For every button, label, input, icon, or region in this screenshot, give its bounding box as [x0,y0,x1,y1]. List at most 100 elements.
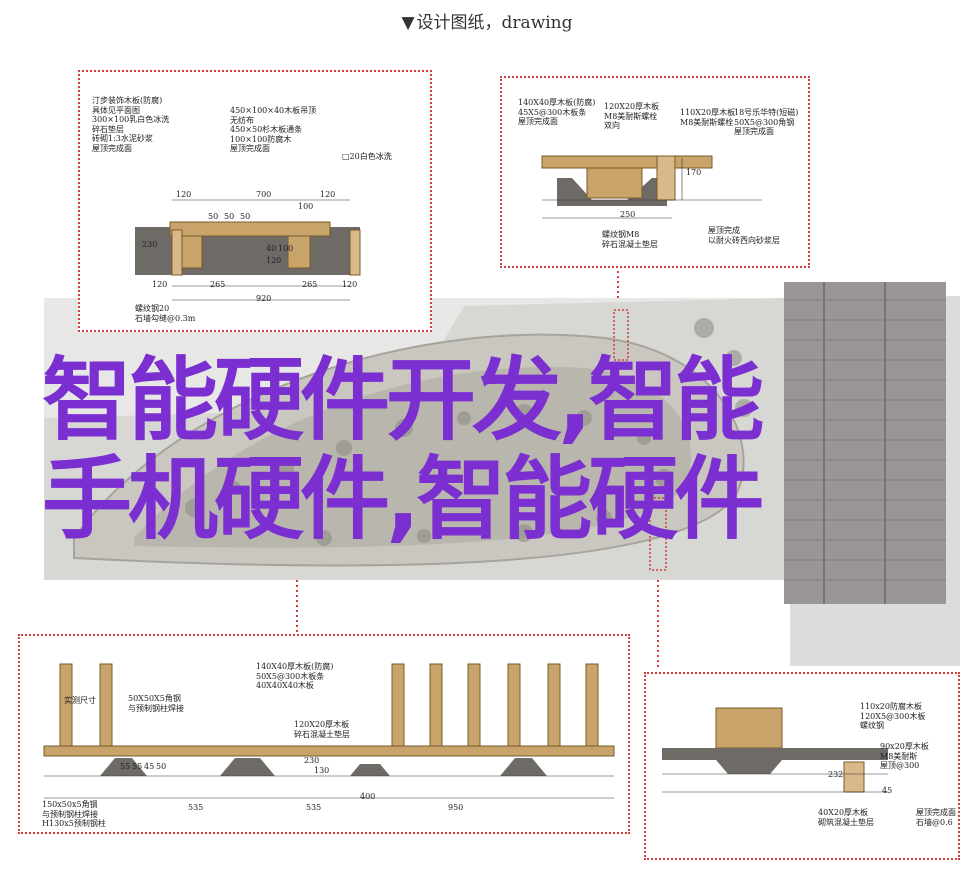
notes-bottom-b: 屋顶完成面 石墙@0.6 [916,808,956,827]
dim-label: 170 [686,168,702,177]
note: 砖砌1:3水泥砂浆 [92,134,153,144]
section-drawing [135,199,361,301]
headline-line-1: 智能硬件开发,智能 [42,348,764,453]
note: 螺纹钢M8 [602,230,640,239]
building-block [784,282,946,604]
note: 螺纹钢20 [135,304,170,313]
note-left: 实测尺寸 [64,696,96,705]
dim-label: 120 [266,256,282,265]
note: 450×50杉木板通条 [230,125,303,135]
note: 螺纹钢 [860,721,884,731]
note: 碎石垫层 [92,124,124,134]
note: 与预制钢柱焊接 [128,703,184,713]
note: 150x50x5角钢 [42,800,98,809]
note-right: □20白色冰洗 [342,152,392,161]
dim-label: 50 [224,212,235,221]
note: 120X20厚木板 [294,720,350,729]
triangle-down-icon: ▼ [401,13,415,33]
dim-label: 50 [156,762,167,771]
note: 50X5@300木板条 [256,671,325,681]
note: 碎石混凝土垫层 [602,239,658,249]
note: 100×100防腐木 [230,134,292,144]
note: 汀步装饰木板(防腐) [92,96,163,105]
note: H130x5预制钢柱 [42,819,106,829]
note: 18号乐华特(短磁) [734,108,799,117]
detail-panel-bottom-right: 110x20防腐木板 120X5@300木板 螺纹钢 90x20厚木板 M8美耐… [644,672,960,860]
dim-label: 700 [256,190,272,199]
note: 石墙@0.6 [916,817,953,827]
dim-label: 130 [314,766,330,775]
notes-top: 140X40厚木板(防腐) 50X5@300木板条 40X40X40木板 [256,662,333,691]
dim-label: 250 [620,210,636,219]
section-drawing [662,707,888,793]
site-plan [44,298,786,580]
dim-label: 920 [256,294,272,303]
diagram-caption: ▼设计图纸，drawing [0,8,974,33]
detail-panel-top-left: 汀步装饰木板(防腐) 具体见平面图 300×100乳白色冰洗 碎石垫层 砖砌1:… [78,70,432,332]
dim-label: 230 [142,240,158,249]
note: 屋顶完成面 [734,127,774,137]
note: 砌筑混凝土垫层 [818,817,874,827]
dim-label: 55 [132,762,143,771]
note: 具体见平面图 [92,105,140,115]
note: 40X20厚木板 [818,808,869,817]
note: 50X50X5角钢 [128,694,181,703]
dim-label: 535 [306,803,322,812]
notes-left: 汀步装饰木板(防腐) 具体见平面图 300×100乳白色冰洗 碎石垫层 砖砌1:… [92,96,169,154]
notes-bottom: 150x50x5角钢 与预制钢柱焊接 H130x5预制钢柱 [42,800,106,829]
note: 屋顶完成面 [916,808,956,817]
note: 40X40X40木板 [256,681,314,691]
note: 120X5@300木板 [860,711,926,721]
notes-mid: 50X50X5角钢 与预制钢柱焊接 [128,694,184,713]
detail-panel-top-right: 140X40厚木板(防腐) 45X5@300木板条 屋顶完成面 120X20厚木… [500,76,810,268]
note: 140X40厚木板(防腐) [518,98,596,107]
note: 50X5@300角钢 [734,117,795,127]
dim-label: 265 [210,280,226,289]
notes-bottom-right: 屋顶完成 以耐火砖西向砂浆层 [708,226,780,245]
note: 300×100乳白色冰洗 [92,115,170,125]
dim-label: 120 [176,190,192,199]
notes-mid: 120X20厚木板 M8美耐斯螺栓 双向 [604,102,659,131]
notes-top: 110x20防腐木板 120X5@300木板 螺纹钢 [860,702,925,731]
caption-text: 设计图纸，drawing [416,13,573,33]
site-plan-drawing [44,298,786,580]
dim-label: 45 [882,786,893,795]
note: 120X20厚木板 [604,102,660,111]
notes-bottom-left: 螺纹钢M8 碎石混凝土垫层 [602,230,658,249]
note: 110X20厚木板 [680,108,736,117]
note: 110x20防腐木板 [860,702,922,711]
note: 碎石混凝土垫层 [294,729,350,739]
note: 屋顶完成 [708,226,740,235]
notes-mid2: 120X20厚木板 碎石混凝土垫层 [294,720,350,739]
dim-label: 50 [240,212,251,221]
note: M8美耐斯螺栓 [604,111,658,121]
detail-panel-bottom-left: 实测尺寸 140X40厚木板(防腐) 50X5@300木板条 40X40X40木… [18,634,630,834]
notes-right-b: 18号乐华特(短磁) 50X5@300角钢 屋顶完成面 [734,108,798,137]
note: 450×100×40木板吊顶 [230,106,317,115]
note: 140X40厚木板(防腐) [256,662,334,671]
section-drawing [43,663,615,799]
note: 石墙勾缝@0.3m [135,313,196,323]
dim-label: 535 [188,803,204,812]
notes-right: 90x20厚木板 M8美耐斯 屋顶@300 [880,742,929,771]
notes-right-a: 110X20厚木板 M8美耐斯螺栓 [680,108,735,127]
note: M8美耐斯 [880,751,918,761]
notes-bottom-a: 40X20厚木板 砌筑混凝土垫层 [818,808,874,827]
note: M8美耐斯螺栓 [680,117,734,127]
note-right-bottom: 屋顶白/本@300 [362,238,420,247]
note: 屋顶完成面 [92,143,132,153]
note: 屋顶@300 [880,761,920,771]
notes-left: 140X40厚木板(防腐) 45X5@300木板条 屋顶完成面 [518,98,595,127]
note: 屋顶完成面 [230,144,270,154]
note: 屋顶完成面 [518,117,558,127]
building-grid [784,282,946,604]
section-drawing [541,155,762,219]
dim-label: 50 [208,212,219,221]
note: 与预制钢柱焊接 [42,809,98,819]
dim-label: 950 [448,803,464,812]
dim-label: 40 [266,244,277,253]
dim-label: 45 [144,762,155,771]
notes-bottom: 螺纹钢20 石墙勾缝@0.3m [135,304,195,323]
notes-center: 450×100×40木板吊顶 无纺布 450×50杉木板通条 100×100防腐… [230,106,316,154]
dim-label: 400 [360,792,376,801]
